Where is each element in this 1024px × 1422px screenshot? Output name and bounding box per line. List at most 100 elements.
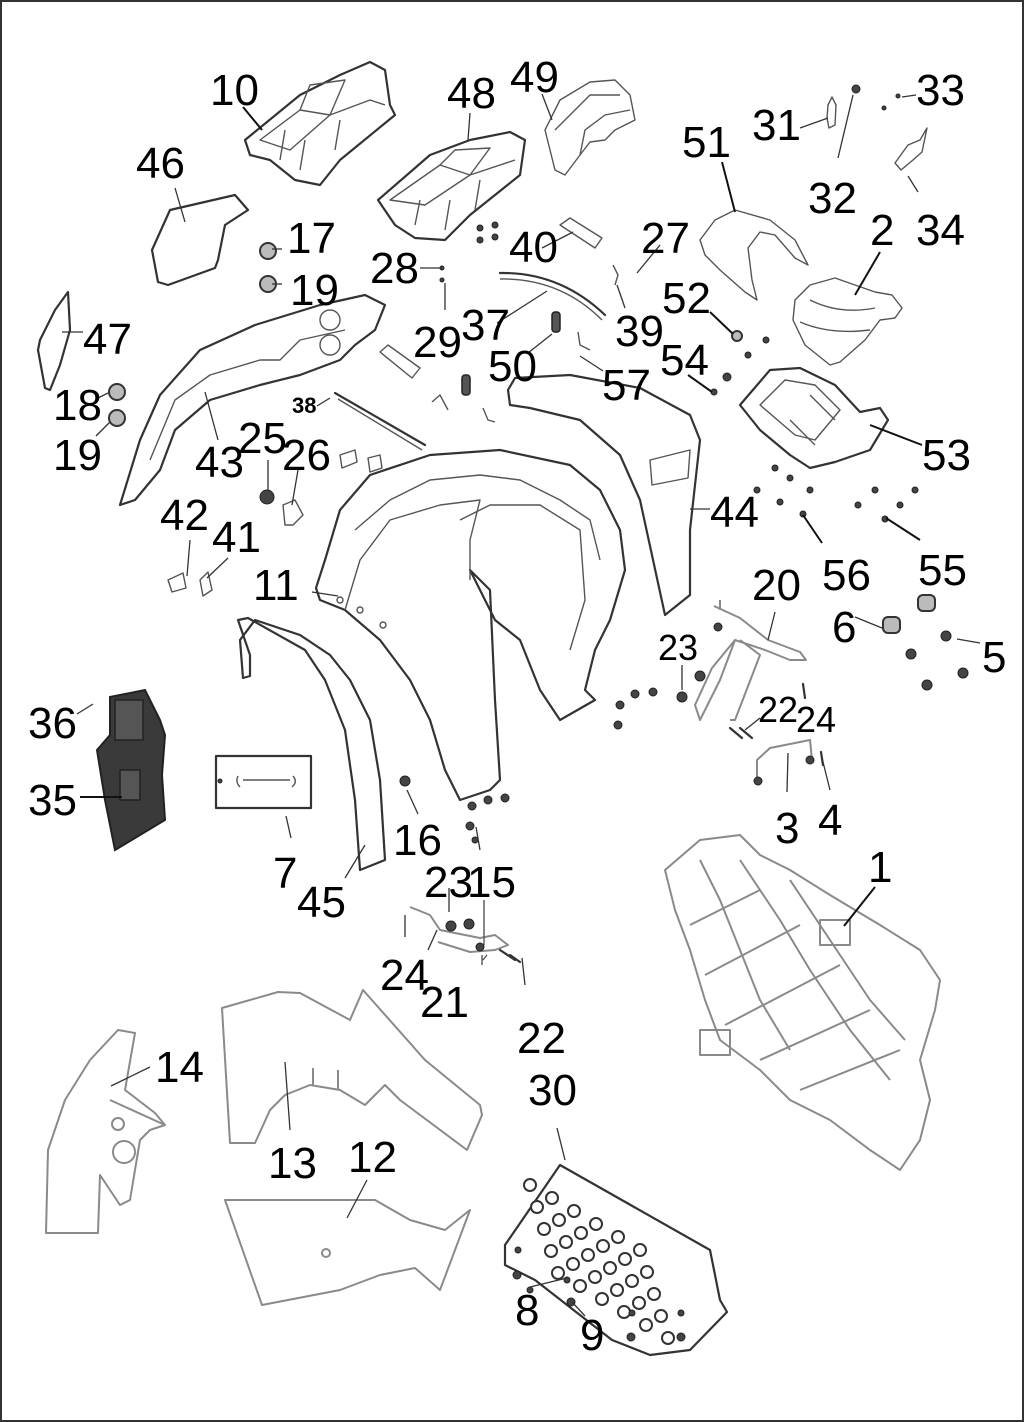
part-hose-38[interactable] [333, 391, 427, 451]
callout-6: 6 [832, 603, 856, 652]
callout-27: 27 [641, 214, 690, 263]
part-storage-box-35[interactable] [95, 688, 167, 852]
callout-labels: 10 48 49 51 31 33 32 2 34 46 17 19 47 18… [28, 53, 1006, 1360]
callout-24-lower: 24 [380, 951, 429, 1000]
footrest-hole [589, 1217, 603, 1231]
part-headlight-upper[interactable] [259, 242, 277, 293]
part-pad-40[interactable] [559, 217, 603, 249]
callout-39: 39 [615, 307, 664, 356]
part-front-fender-11[interactable] [314, 448, 627, 802]
callout-25: 25 [238, 414, 287, 463]
part-fuel-tank-53[interactable] [738, 366, 890, 470]
callout-2: 2 [870, 206, 894, 255]
part-side-cover-47[interactable] [36, 290, 72, 392]
leader-lines [62, 93, 981, 1317]
part-front-cover-43[interactable] [118, 293, 387, 507]
callout-8: 8 [515, 1286, 539, 1335]
callout-42: 42 [160, 491, 209, 540]
part-rear-fender-44[interactable] [506, 373, 702, 617]
part-bolts-22-lower[interactable] [498, 948, 522, 964]
footrest-hole [566, 1257, 580, 1271]
part-clip-41[interactable] [199, 571, 213, 597]
part-nuts-23-upper[interactable] [613, 687, 688, 730]
part-pin-32[interactable] [851, 84, 861, 94]
part-hardware-8-9[interactable] [512, 1246, 686, 1342]
callout-23-upper: 23 [658, 627, 698, 668]
part-pad-left[interactable] [379, 344, 421, 379]
footrest-hole [559, 1235, 573, 1249]
callout-18: 18 [53, 381, 102, 430]
footrest-hole [596, 1239, 610, 1253]
part-hardware-55-56[interactable] [753, 464, 919, 523]
footrest-hole [523, 1178, 537, 1192]
callout-22-lower: 22 [517, 1014, 566, 1063]
callout-46: 46 [136, 139, 185, 188]
part-bracket-34[interactable] [894, 127, 928, 171]
part-cover-49[interactable] [544, 79, 636, 176]
part-screw-33[interactable] [881, 93, 901, 111]
callout-12: 12 [348, 1133, 397, 1182]
part-decal-12[interactable] [224, 1199, 471, 1306]
part-tube-37[interactable] [498, 271, 607, 321]
callout-16: 16 [393, 816, 442, 865]
footrest-hole [567, 1204, 581, 1218]
part-headlight-lower[interactable] [108, 383, 126, 427]
part-seat-cover-51[interactable] [699, 209, 809, 301]
part-clips-50-57[interactable] [431, 264, 619, 423]
callout-32: 32 [808, 174, 857, 223]
footrest-hole [618, 1252, 632, 1266]
footrest-hole [545, 1191, 559, 1205]
callout-52: 52 [662, 274, 711, 323]
part-nut-16[interactable] [399, 775, 411, 787]
callout-57: 57 [602, 361, 651, 410]
part-hardware-center[interactable] [439, 221, 499, 283]
part-nuts-5[interactable] [905, 630, 969, 691]
footrest-hole [552, 1213, 566, 1227]
part-clips-center[interactable] [339, 449, 383, 473]
part-front-rack[interactable] [243, 60, 397, 187]
part-footrest-30[interactable] [503, 1163, 729, 1357]
footrest-hole [603, 1261, 617, 1275]
callout-9: 9 [580, 1311, 604, 1360]
part-rear-rack[interactable] [376, 130, 527, 242]
part-frame-1[interactable] [664, 834, 941, 1171]
part-grommets-6[interactable] [882, 594, 936, 634]
footrest-hole [632, 1296, 646, 1310]
callout-31: 31 [752, 101, 801, 150]
callout-21: 21 [420, 978, 469, 1027]
callout-36: 36 [28, 699, 77, 748]
part-hardware-52-54[interactable] [710, 330, 770, 396]
part-rear-bracket-3[interactable] [753, 739, 815, 786]
part-bolts-22-upper[interactable] [728, 682, 807, 740]
footrest-hole [647, 1287, 661, 1301]
callout-45: 45 [297, 878, 346, 927]
callout-14: 14 [155, 1043, 204, 1092]
part-tool-kit-7[interactable] [214, 754, 313, 810]
part-panel-46[interactable] [150, 193, 250, 287]
callout-10: 10 [210, 66, 259, 115]
callout-50: 50 [488, 342, 537, 391]
part-bracket-21[interactable] [409, 900, 509, 965]
footrest-hole [581, 1248, 595, 1262]
callout-33: 33 [916, 66, 965, 115]
callout-54: 54 [660, 336, 709, 385]
callout-37: 37 [461, 301, 510, 350]
callout-26: 26 [282, 431, 331, 480]
part-fuel-tank-cover-2[interactable] [792, 277, 903, 366]
part-fender-trim-45[interactable] [236, 616, 387, 872]
callout-13: 13 [268, 1139, 317, 1188]
part-clip-42[interactable] [167, 572, 187, 593]
footrest-hole [551, 1266, 565, 1280]
part-fasteners-15[interactable] [465, 793, 510, 844]
callout-17: 17 [287, 214, 336, 263]
part-decal-14[interactable] [45, 1029, 166, 1234]
callout-28: 28 [370, 244, 419, 293]
callout-47: 47 [83, 315, 132, 364]
part-bushing-25[interactable] [259, 489, 275, 505]
footrest-hole [537, 1222, 551, 1236]
callout-20: 20 [752, 561, 801, 610]
part-decal-13[interactable] [221, 989, 483, 1151]
footrest-hole [661, 1331, 675, 1345]
footrest-hole [640, 1265, 654, 1279]
